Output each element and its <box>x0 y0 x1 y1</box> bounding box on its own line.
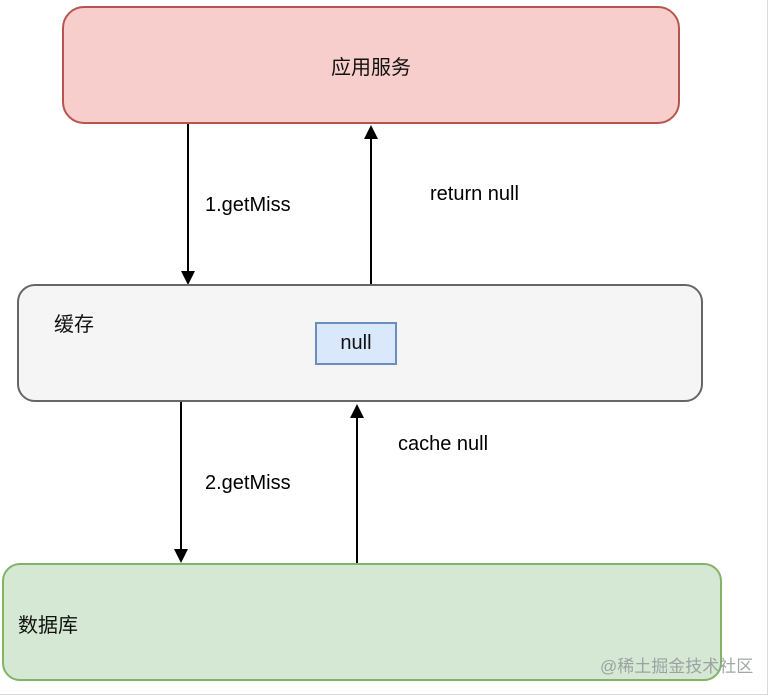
edge-get-miss-1-line <box>187 124 189 272</box>
node-app-service: 应用服务 <box>62 6 680 124</box>
edge-return-null-line <box>370 138 372 285</box>
edge-get-miss-1-label: 1.getMiss <box>205 194 291 216</box>
edge-cache-null-label: cache null <box>398 433 489 455</box>
edge-return-null-label: return null <box>430 183 519 205</box>
cache-null-value-box: null <box>315 322 397 365</box>
node-database: 数据库 <box>2 563 722 681</box>
cache-null-value-label: null <box>340 332 372 354</box>
edge-get-miss-2-line <box>180 402 182 550</box>
edge-return-null-arrowhead-icon <box>364 125 378 139</box>
edge-get-miss-2-arrowhead-icon <box>174 549 188 563</box>
edge-get-miss-2-label: 2.getMiss <box>205 472 291 494</box>
edge-cache-null-line <box>356 418 358 563</box>
node-app-service-label: 应用服务 <box>331 56 411 79</box>
node-cache: 缓存 <box>17 284 703 402</box>
node-cache-label: 缓存 <box>54 314 94 336</box>
edge-cache-null-arrowhead-icon <box>350 404 364 418</box>
node-database-label: 数据库 <box>18 615 78 637</box>
watermark-text: @稀土掘金技术社区 <box>600 657 754 676</box>
edge-get-miss-1-arrowhead-icon <box>181 271 195 285</box>
